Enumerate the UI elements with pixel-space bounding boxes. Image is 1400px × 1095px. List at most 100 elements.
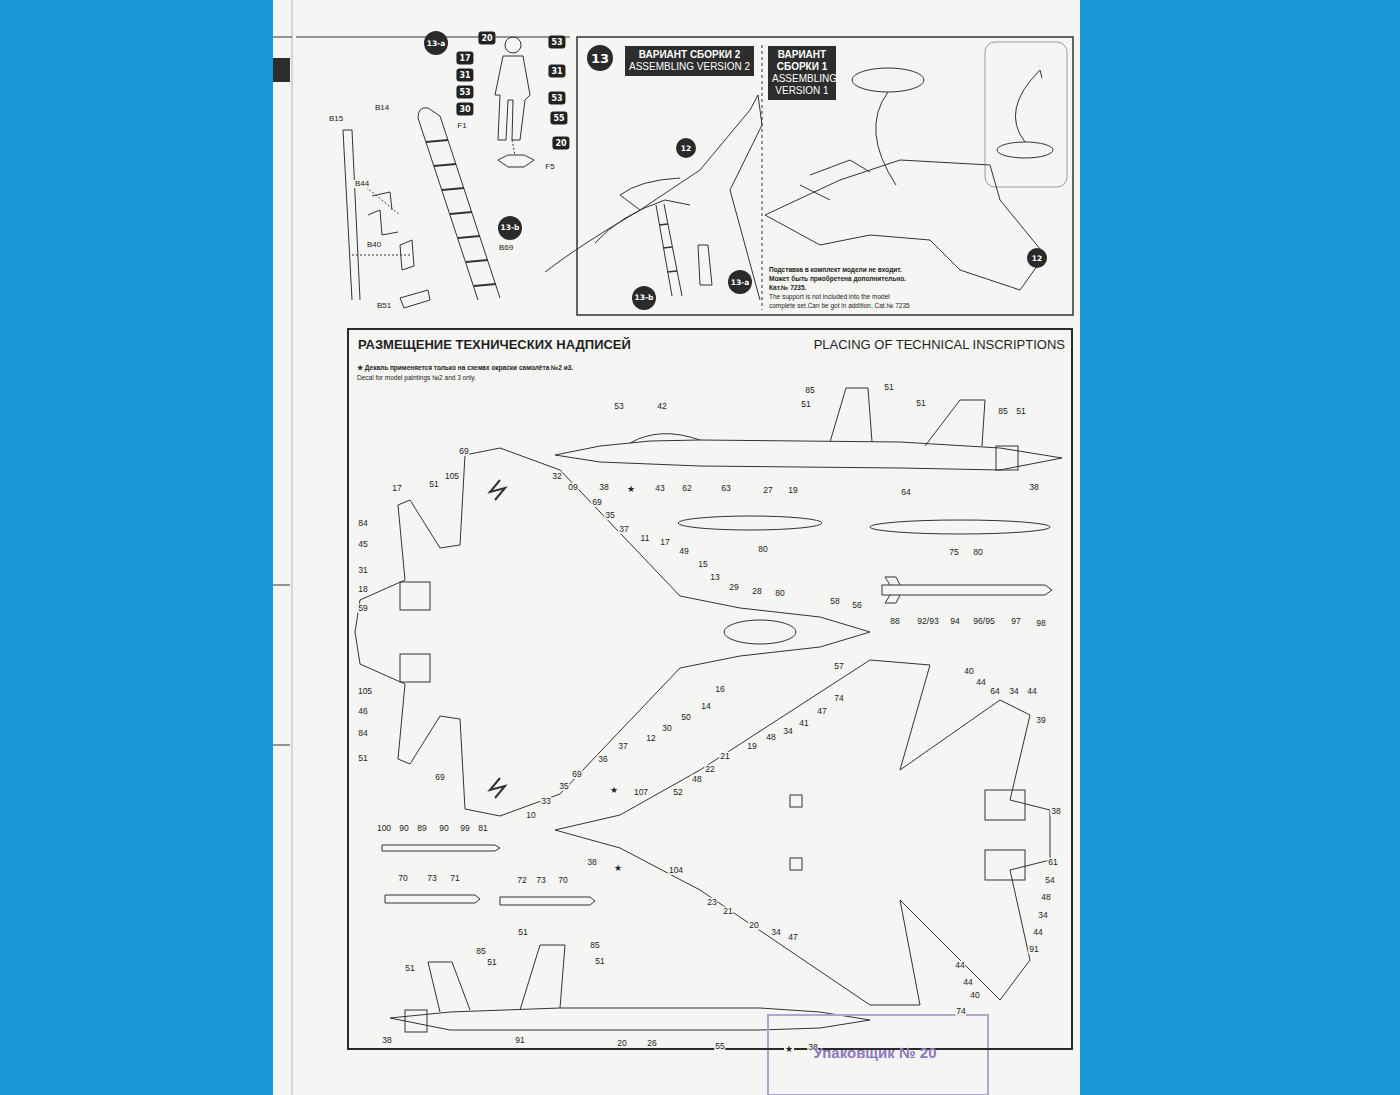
part-code: F5	[544, 163, 555, 171]
version-box: ВАРИАНТ СБОРКИ 1ASSEMBLING VERSION 1	[768, 46, 836, 100]
callout-number: 38	[598, 483, 609, 492]
callout-number: 74	[833, 694, 844, 703]
callout-circle: 12	[1027, 248, 1047, 268]
callout-number: 96/95	[972, 617, 995, 626]
callout-number: 44	[954, 961, 965, 970]
paper-sheet	[273, 0, 1080, 1095]
callout-number: 17	[659, 538, 670, 547]
callout-number: 22	[704, 765, 715, 774]
callout-number: 85	[804, 386, 815, 395]
callout-number: 31	[357, 566, 368, 575]
callout-number: 51	[915, 399, 926, 408]
callout-number: 42	[656, 402, 667, 411]
callout-number: 56	[851, 601, 862, 610]
callout-number: 17	[391, 484, 402, 493]
callout-number: 84	[357, 729, 368, 738]
callout-number: 74	[955, 1007, 966, 1016]
node-text: 13-a	[427, 39, 446, 48]
callout-number: 29	[728, 583, 739, 592]
node-text: 12	[681, 144, 691, 153]
callout-number: 88	[889, 617, 900, 626]
callout-number: 35	[604, 511, 615, 520]
decal-callout: 20	[478, 32, 495, 45]
callout-number: 64	[989, 687, 1000, 696]
callout-number: 105	[444, 472, 460, 481]
callout-number: 13	[709, 573, 720, 582]
callout-number: 72	[516, 876, 527, 885]
callout-number: 61	[1047, 858, 1058, 867]
callout-number: 89	[416, 824, 427, 833]
callout-number: 48	[691, 775, 702, 784]
callout-number: 12	[645, 734, 656, 743]
stamp-text: Упаковщик № 20	[814, 1045, 937, 1060]
callout-number: 14	[700, 702, 711, 711]
callout-number: 26	[646, 1039, 657, 1048]
callout-number: 81	[477, 824, 488, 833]
callout-number: 36	[597, 755, 608, 764]
part-code: F1	[456, 122, 467, 130]
node-text: 13-a	[731, 278, 750, 287]
callout-number: 38	[1050, 807, 1061, 816]
callout-number: 85	[589, 941, 600, 950]
callout-number: 51	[517, 928, 528, 937]
callout-number: 10	[525, 811, 536, 820]
callout-number: 38	[1028, 483, 1039, 492]
callout-number: 46	[357, 707, 368, 716]
part-code: B69	[498, 244, 514, 252]
callout-number: 97	[1010, 617, 1021, 626]
node-text: РАЗМЕЩЕНИЕ ТЕХНИЧЕСКИХ НАДПИСЕЙ	[358, 337, 631, 352]
callout-number: 19	[746, 742, 757, 751]
decal-callout: 53	[548, 92, 565, 105]
callout-number: 51	[1015, 407, 1026, 416]
callout-number: 70	[397, 874, 408, 883]
callout-number: 104	[668, 866, 684, 875]
node-subtext: ASSEMBLING VERSION 1	[772, 73, 832, 97]
callout-number: 48	[1040, 893, 1051, 902]
callout-number: 64	[900, 488, 911, 497]
node-text: 13-b	[635, 293, 654, 302]
callout-number: 69	[591, 498, 602, 507]
callout-number: 51	[486, 958, 497, 967]
callout-number: 28	[751, 587, 762, 596]
callout-number: 50	[680, 713, 691, 722]
callout-number: 30	[661, 724, 672, 733]
callout-number: 44	[962, 978, 973, 987]
callout-number: 71	[449, 874, 460, 883]
callout-number: 91	[514, 1036, 525, 1045]
callout-number: 39	[1035, 716, 1046, 725]
callout-number: 98	[1035, 619, 1046, 628]
callout-number: 69	[434, 773, 445, 782]
callout-number: 57	[833, 662, 844, 671]
part-code: B44	[354, 180, 370, 188]
callout-number: 73	[426, 874, 437, 883]
callout-circle: 13-b	[632, 286, 657, 311]
callout-number: 44	[1032, 928, 1043, 937]
callout-number: 34	[770, 928, 781, 937]
callout-number: 34	[782, 727, 793, 736]
callout-number: 58	[829, 597, 840, 606]
callout-number: 51	[404, 964, 415, 973]
decal-callout: 30	[456, 103, 473, 116]
decal-callout: 20	[552, 137, 569, 150]
callout-circle: 13-b	[498, 216, 523, 241]
callout-number: 90	[398, 824, 409, 833]
callout-number: 92/93	[916, 617, 939, 626]
callout-number: 35	[558, 782, 569, 791]
callout-number: 18	[357, 585, 368, 594]
callout-number: 80	[774, 589, 785, 598]
callout-number: 69	[458, 447, 469, 456]
callout-number: 19	[787, 486, 798, 495]
node-text: 12	[1032, 254, 1042, 263]
callout-number: 48	[765, 733, 776, 742]
callout-number: 11	[640, 534, 651, 543]
decal-callout: 31	[548, 65, 565, 78]
callout-number: 62	[681, 484, 692, 493]
callout-circle: 13-a	[728, 270, 753, 295]
decal-callout: 55	[550, 112, 567, 125]
callout-number: 70	[557, 876, 568, 885]
callout-number: 34	[1008, 687, 1019, 696]
node-text: 13-b	[501, 223, 520, 232]
callout-number: 51	[428, 480, 439, 489]
